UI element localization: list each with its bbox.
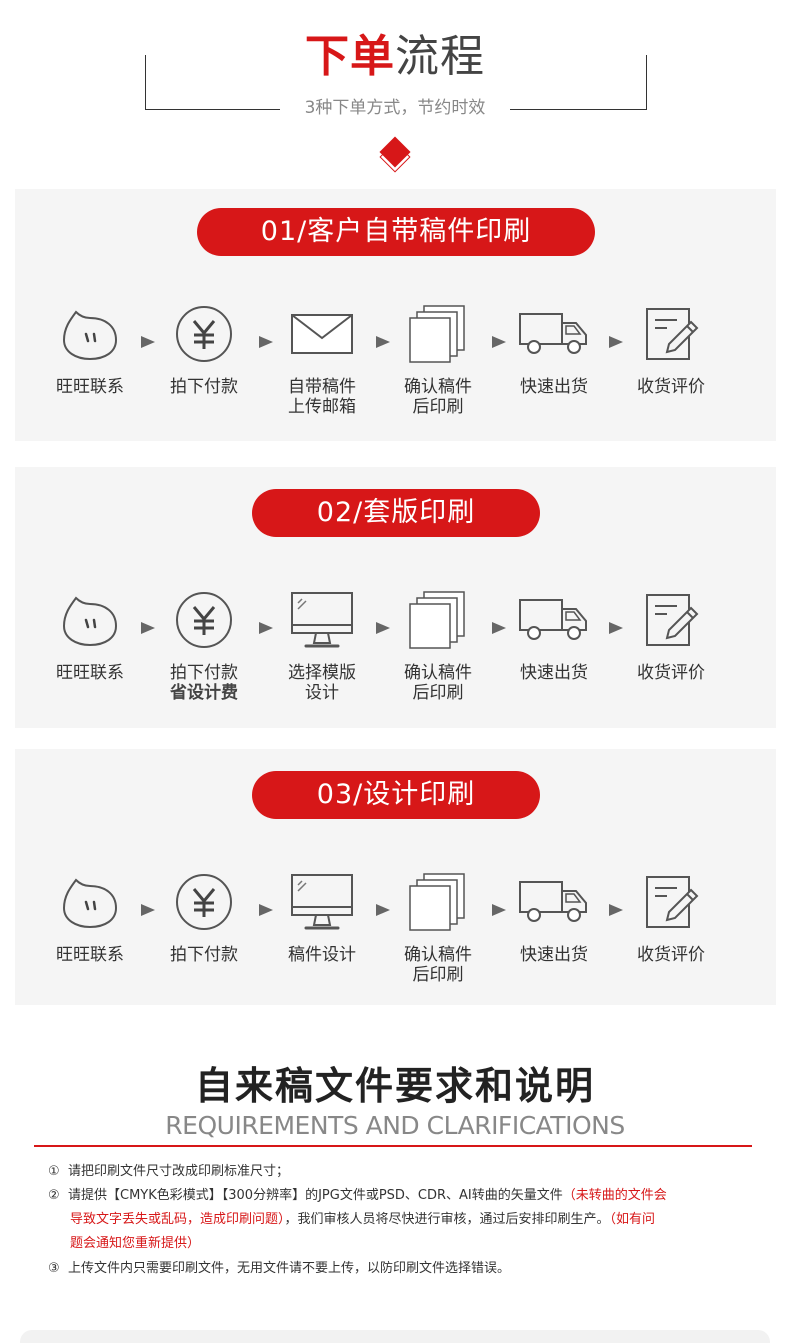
step-label: 收货评价	[637, 377, 705, 397]
delivery-truck-icon	[494, 303, 614, 365]
diamond-icon	[379, 136, 411, 168]
wangwang-chat-icon	[30, 303, 150, 365]
delivery-truck-icon	[494, 589, 614, 651]
arrow-right-icon	[141, 904, 155, 916]
flow-step: 快速出货	[494, 589, 614, 683]
title-rest: 流程	[395, 31, 485, 82]
arrow-right-icon	[492, 904, 506, 916]
arrow-right-icon	[259, 622, 273, 634]
flow-step: 确认稿件后印刷	[378, 871, 498, 985]
flow-step: 快速出货	[494, 303, 614, 397]
flow-step: 快速出货	[494, 871, 614, 965]
flow-step: 确认稿件后印刷	[378, 303, 498, 417]
review-edit-icon	[611, 871, 731, 933]
arrow-right-icon	[609, 904, 623, 916]
section-own-artwork: 01/客户自带稿件印刷旺旺联系拍下付款自带稿件上传邮箱确认稿件后印刷快速出货收货…	[15, 189, 776, 441]
page-title: 下单流程	[0, 28, 790, 86]
section-design: 03/设计印刷旺旺联系拍下付款稿件设计确认稿件后印刷快速出货收货评价	[15, 749, 776, 1005]
arrow-right-icon	[376, 622, 390, 634]
step-label-line2: 后印刷	[412, 965, 464, 985]
title-highlight: 下单	[305, 31, 395, 82]
review-edit-icon	[611, 589, 731, 651]
requirements-subtitle: REQUIREMENTS AND CLARIFICATIONS	[165, 1111, 625, 1140]
step-label: 拍下付款	[170, 377, 238, 397]
section-template: 02/套版印刷旺旺联系拍下付款省设计费选择模版设计确认稿件后印刷快速出货收货评价	[15, 467, 776, 728]
requirements-title: 自来稿文件要求和说明	[194, 1064, 595, 1108]
step-label: 自带稿件	[288, 377, 356, 397]
step-label: 选择模版	[288, 663, 356, 683]
flow-step: 旺旺联系	[30, 871, 150, 965]
envelope-icon	[262, 303, 382, 365]
step-label-line2: 省设计费	[170, 683, 238, 703]
arrow-right-icon	[609, 336, 623, 348]
step-label: 拍下付款	[170, 945, 238, 965]
arrow-right-icon	[259, 904, 273, 916]
step-label: 快速出货	[520, 945, 588, 965]
yen-payment-icon	[144, 303, 264, 365]
step-label: 拍下付款	[170, 663, 238, 683]
step-label: 确认稿件	[404, 377, 472, 397]
documents-icon	[378, 589, 498, 651]
step-label: 旺旺联系	[56, 377, 124, 397]
arrow-right-icon	[376, 336, 390, 348]
requirements-divider	[34, 1145, 752, 1147]
flow-step: 确认稿件后印刷	[378, 589, 498, 703]
step-label-line2: 后印刷	[412, 683, 464, 703]
step-label: 快速出货	[520, 663, 588, 683]
step-label-line2: 设计	[305, 683, 339, 703]
section-title-pill: 01/客户自带稿件印刷	[197, 208, 595, 256]
step-label: 快速出货	[520, 377, 588, 397]
monitor-icon	[262, 589, 382, 651]
arrow-right-icon	[259, 336, 273, 348]
delivery-truck-icon	[494, 871, 614, 933]
yen-payment-icon	[144, 871, 264, 933]
step-label: 收货评价	[637, 945, 705, 965]
flow-step: 旺旺联系	[30, 589, 150, 683]
flow-step: 拍下付款	[144, 303, 264, 397]
flow-step: 拍下付款省设计费	[144, 589, 264, 703]
section-title-pill: 03/设计印刷	[252, 771, 540, 819]
step-label: 确认稿件	[404, 663, 472, 683]
monitor-icon	[262, 871, 382, 933]
step-label: 稿件设计	[288, 945, 356, 965]
step-label-line2: 后印刷	[412, 397, 464, 417]
arrow-right-icon	[141, 336, 155, 348]
flow-step: 收货评价	[611, 303, 731, 397]
flow-step: 旺旺联系	[30, 303, 150, 397]
documents-icon	[378, 871, 498, 933]
arrow-right-icon	[141, 622, 155, 634]
arrow-right-icon	[376, 904, 390, 916]
review-edit-icon	[611, 303, 731, 365]
section-title-pill: 02/套版印刷	[252, 489, 540, 537]
bottom-panel	[20, 1330, 770, 1343]
step-label: 确认稿件	[404, 945, 472, 965]
arrow-right-icon	[492, 336, 506, 348]
flow-step: 自带稿件上传邮箱	[262, 303, 382, 417]
flow-step: 收货评价	[611, 589, 731, 683]
flow-step: 收货评价	[611, 871, 731, 965]
step-label: 收货评价	[637, 663, 705, 683]
arrow-right-icon	[492, 622, 506, 634]
wangwang-chat-icon	[30, 871, 150, 933]
flow-step: 稿件设计	[262, 871, 382, 965]
arrow-right-icon	[609, 622, 623, 634]
step-label: 旺旺联系	[56, 663, 124, 683]
wangwang-chat-icon	[30, 589, 150, 651]
flow-step: 选择模版设计	[262, 589, 382, 703]
step-label: 旺旺联系	[56, 945, 124, 965]
documents-icon	[378, 303, 498, 365]
step-label-line2: 上传邮箱	[288, 397, 356, 417]
flow-step: 拍下付款	[144, 871, 264, 965]
page-subtitle: 3种下单方式，节约时效	[280, 95, 510, 121]
yen-payment-icon	[144, 589, 264, 651]
